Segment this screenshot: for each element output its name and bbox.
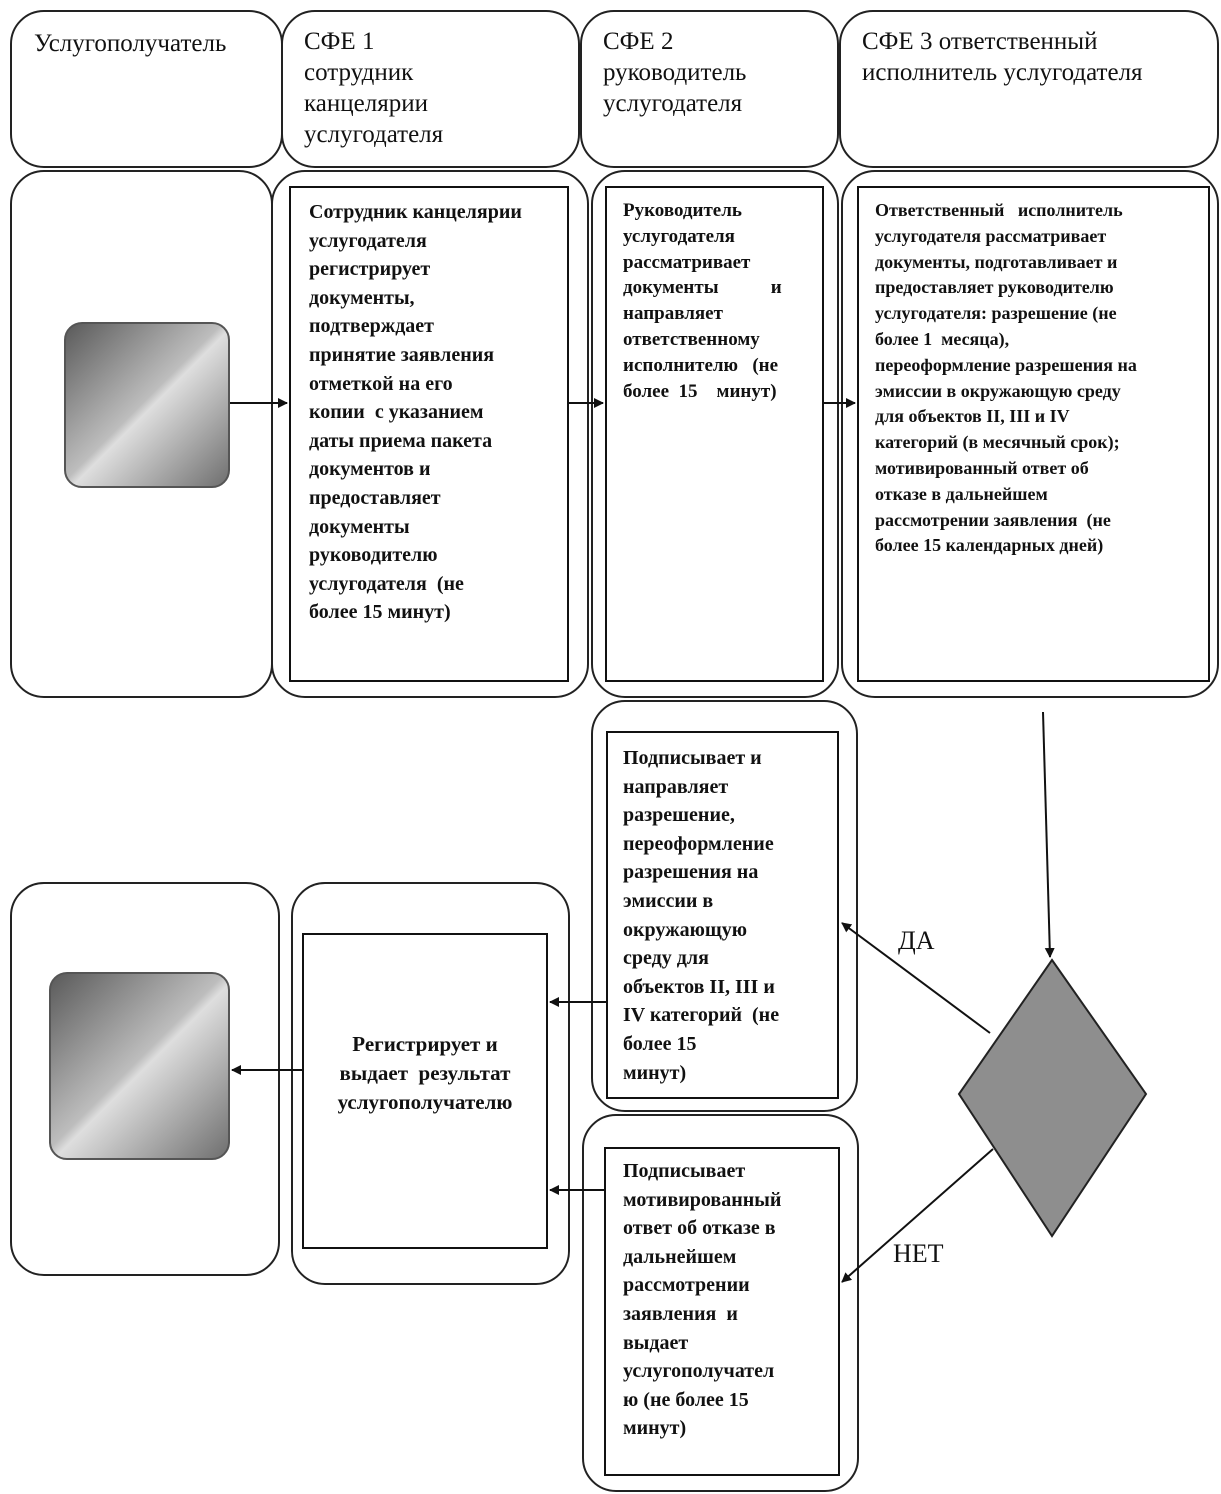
step-issue-result bbox=[302, 933, 548, 1249]
step-sfe2-review bbox=[605, 186, 824, 682]
arrow-decision-yes bbox=[841, 922, 991, 1034]
arrow-decision-no bbox=[841, 1148, 994, 1283]
start-terminal bbox=[64, 322, 230, 488]
end-terminal bbox=[49, 972, 230, 1160]
lane-header-sfe1 bbox=[281, 10, 580, 168]
decision-no-label: НЕТ bbox=[893, 1239, 944, 1268]
lane-title-sfe1: СФЕ 1 сотрудник канцелярии услугодателя bbox=[304, 28, 444, 148]
step-sfe1-register bbox=[289, 186, 569, 682]
lane-title-recipient: Услугополучатель bbox=[34, 30, 227, 57]
step-sign-permit bbox=[606, 731, 839, 1099]
lane-header-recipient bbox=[10, 10, 283, 168]
step-sign-refusal-text: Подписывает мотивированный ответ об отка… bbox=[623, 1160, 782, 1440]
decision-diamond bbox=[957, 958, 1148, 1238]
step-sign-refusal bbox=[604, 1147, 840, 1476]
lane-header-sfe3 bbox=[839, 10, 1219, 168]
step-issue-result-text: Регистрирует и выдает результат услугопо… bbox=[337, 1032, 513, 1114]
step-sfe1-register-text: Сотрудник канцелярии услугодателя регист… bbox=[309, 201, 522, 624]
step-sfe2-review-text: Руководитель услугодателя рассматривает … bbox=[623, 200, 782, 402]
lane-title-sfe3: СФЕ 3 ответственный исполнитель услугода… bbox=[862, 28, 1143, 86]
decision-yes-label: ДА bbox=[898, 926, 935, 955]
lane-title-sfe2: СФЕ 2 руководитель услугодателя bbox=[603, 28, 747, 117]
step-sign-permit-text: Подписывает и направляет разрешение, пер… bbox=[623, 747, 780, 1084]
step-sfe3-prepare bbox=[857, 186, 1210, 682]
arrow-sfe3-to-decision bbox=[1042, 711, 1055, 958]
lane-header-sfe2 bbox=[580, 10, 839, 168]
step-sfe3-prepare-text: Ответственный исполнитель услугодателя р… bbox=[875, 200, 1137, 556]
